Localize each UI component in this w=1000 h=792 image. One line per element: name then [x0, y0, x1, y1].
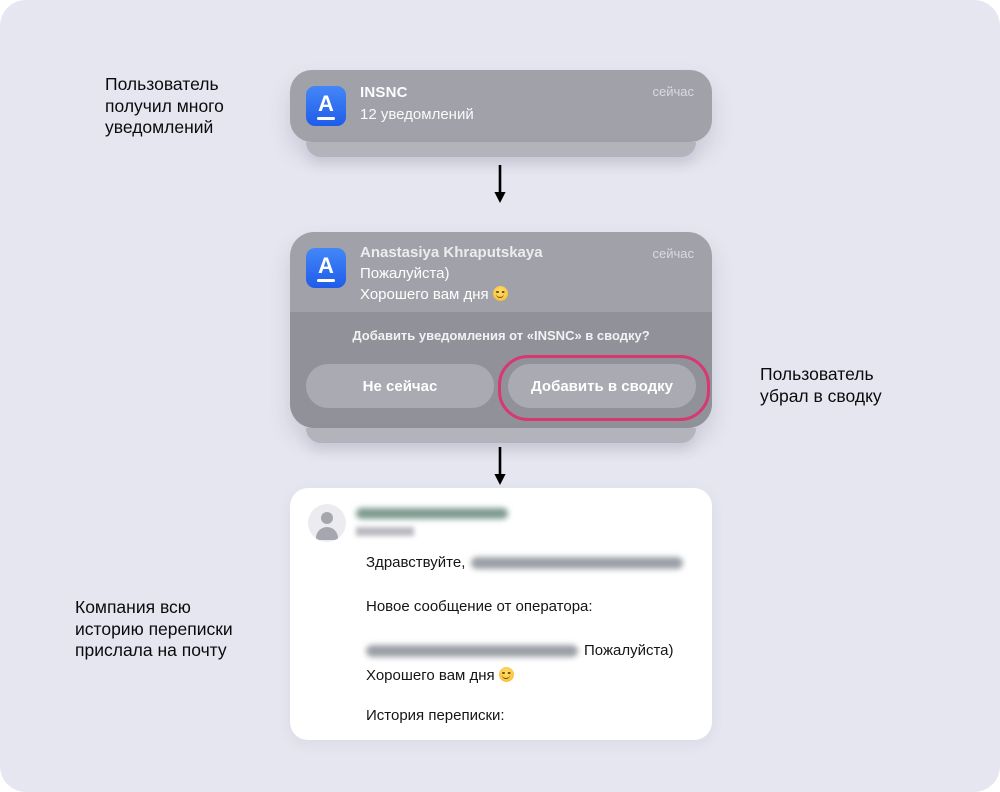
quoted-text: Пожалуйста): [584, 642, 674, 659]
avatar: [308, 504, 346, 542]
annotation-line: уведомлений: [105, 117, 214, 137]
person-icon: [321, 512, 333, 524]
annotation-history-emailed: Компания всю историю переписки прислала …: [75, 597, 233, 662]
email-greeting-line: Здравствуйте,: [366, 554, 684, 571]
notification-stack-peek: [306, 428, 696, 443]
email-quoted-line: Хорошего вам дня: [366, 667, 514, 684]
person-icon-body: [316, 527, 338, 540]
time-label: сейчас: [652, 246, 695, 261]
annotation-line: историю переписки: [75, 618, 233, 639]
email-quoted-line: Пожалуйста): [366, 642, 674, 659]
email-card: Здравствуйте, Новое сообщение от операто…: [290, 488, 712, 740]
redacted-sender-text: [356, 508, 508, 519]
app-icon-underline: [317, 278, 335, 283]
app-icon-letter: A: [318, 252, 334, 278]
annotation-line: получил много: [105, 95, 224, 116]
message-text: Хорошего вам дня: [360, 286, 489, 303]
app-icon: A: [306, 86, 346, 126]
annotation-line: Пользователь: [105, 74, 219, 94]
not-now-button[interactable]: Не сейчас: [306, 364, 494, 408]
quoted-text: Хорошего вам дня: [366, 667, 495, 684]
redacted-name-text: [471, 557, 684, 569]
sender-name: Anastasiya Khraputskaya: [360, 244, 543, 261]
time-label: сейчас: [652, 84, 695, 99]
app-icon-letter: A: [318, 90, 334, 116]
message-line: Пожалуйста): [360, 265, 450, 282]
annotation-line: убрал в сводку: [760, 385, 882, 406]
annotation-line: Пользователь: [760, 364, 874, 384]
redacted-date-text: [356, 527, 414, 536]
annotation-moved-to-summary: Пользователь убрал в сводку: [760, 364, 882, 407]
add-to-summary-button[interactable]: Добавить в сводку: [508, 364, 696, 408]
redacted-meta-text: [366, 645, 578, 657]
notification-summary-card[interactable]: A INSNC 12 уведомлений сейчас: [290, 70, 712, 142]
app-icon-underline: [317, 116, 335, 121]
message-line: Хорошего вам дня: [360, 286, 508, 303]
flow-arrow-icon: [494, 165, 506, 203]
history-label: История переписки:: [366, 707, 505, 724]
smile-emoji-icon: [492, 286, 508, 301]
app-name: INSNC: [360, 84, 408, 101]
email-operator-line: Новое сообщение от оператора:: [366, 598, 593, 615]
manage-prompt-question: Добавить уведомления от «INSNC» в сводку…: [352, 328, 650, 343]
notification-stack-peek: [306, 142, 696, 157]
smile-emoji-icon: [498, 667, 514, 682]
greeting-text: Здравствуйте,: [366, 554, 466, 571]
annotation-line: прислала на почту: [75, 640, 227, 660]
notification-count: 12 уведомлений: [360, 106, 474, 123]
annotation-many-notifications: Пользователь получил много уведомлений: [105, 74, 224, 139]
notification-prompt-card[interactable]: A Anastasiya Khraputskaya сейчас Пожалуй…: [290, 232, 712, 428]
flow-arrow-icon: [494, 447, 506, 485]
app-icon: A: [306, 248, 346, 288]
annotation-line: Компания всю: [75, 597, 191, 617]
